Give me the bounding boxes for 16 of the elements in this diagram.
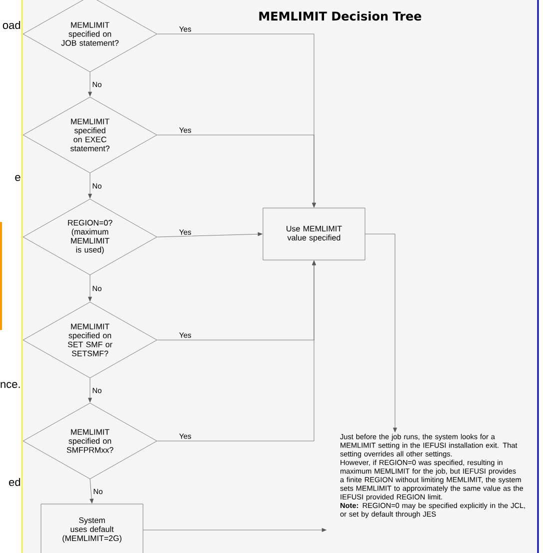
- arrow: [88, 72, 92, 96]
- process-box: Use MEMLIMIT value specified: [262, 208, 366, 260]
- cut-off-text: ed: [9, 478, 20, 486]
- arrow: [157, 232, 262, 238]
- arrow: [143, 528, 326, 532]
- arrow: [157, 260, 316, 442]
- arrow: [157, 134, 316, 208]
- cut-off-text: nce.: [0, 382, 20, 388]
- arrow: [365, 234, 397, 432]
- cut-off-text: e: [15, 174, 20, 181]
- process-box: System uses default (MEMLIMIT=2G): [40, 504, 144, 553]
- arrow: [88, 275, 92, 302]
- arrow: [88, 378, 92, 402]
- arrow: [90, 479, 94, 504]
- title: MEMLIMIT Decision Tree: [259, 11, 422, 21]
- arrow: [88, 173, 92, 198]
